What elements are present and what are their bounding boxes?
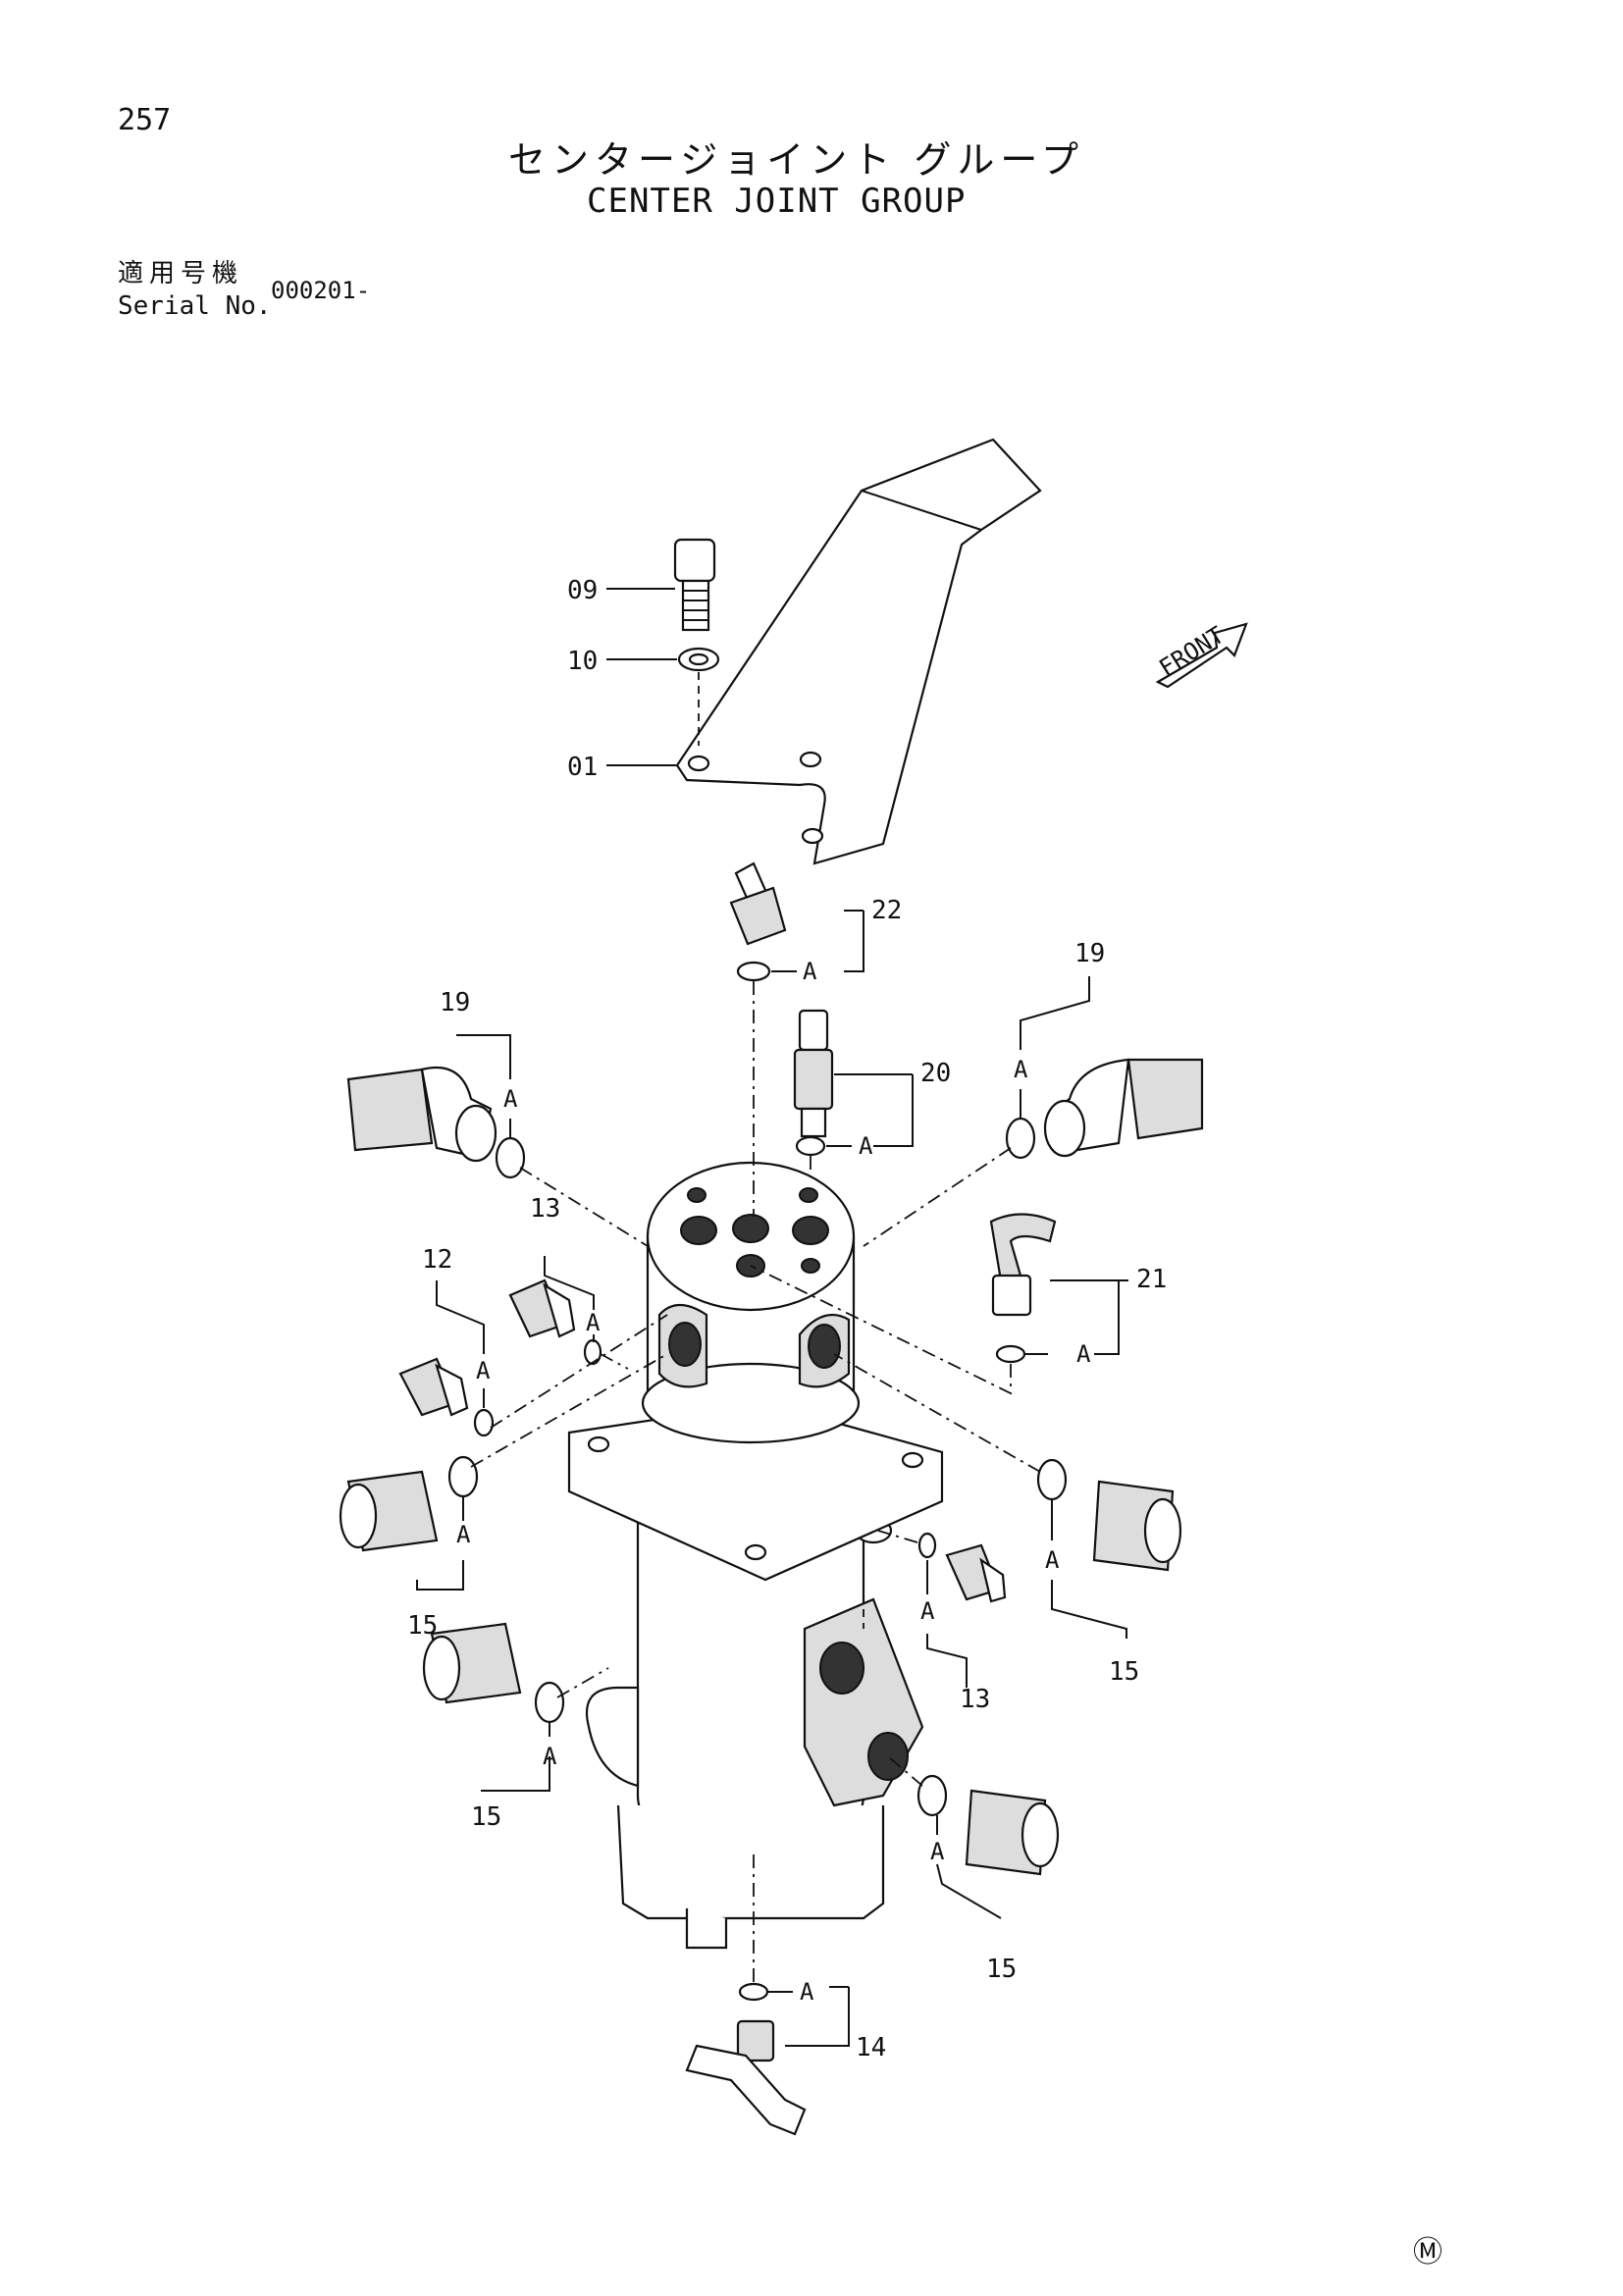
seal-a-label: A	[1045, 1546, 1060, 1574]
elbow-part-19-right	[1043, 1058, 1204, 1158]
callout-10: 10	[567, 647, 598, 676]
o-ring-12	[473, 1408, 495, 1437]
adapter-part-13-upper	[508, 1278, 576, 1338]
seal-a-labels: A A A A A A A A A A A A A	[456, 958, 1091, 2006]
m-mark: Ⓜ	[1413, 2235, 1442, 2270]
serial-label-japanese: 適用号機	[118, 259, 244, 288]
seal-a-label: A	[1076, 1340, 1091, 1368]
seal-a-label: A	[920, 1597, 935, 1625]
front-direction-arrow: FRONT	[1154, 621, 1248, 689]
o-ring-13-lower	[917, 1532, 937, 1559]
callout-15-lower-right: 15	[986, 1955, 1017, 1984]
adapter-part-20	[793, 1009, 834, 1138]
seal-a-label: A	[803, 958, 817, 985]
o-ring-13-upper	[583, 1338, 602, 1366]
elbow-part-21	[989, 1213, 1057, 1317]
o-ring-14	[738, 1982, 769, 2002]
page-title: CENTER JOINT GROUP	[587, 182, 967, 221]
callout-14: 14	[856, 2033, 886, 2062]
o-ring-20	[795, 1135, 826, 1157]
o-ring-19-left	[495, 1136, 526, 1179]
callout-15-upper-left: 15	[407, 1611, 438, 1641]
seal-a-label: A	[543, 1743, 557, 1770]
elbow-part-19-left	[346, 1066, 497, 1163]
serial-label: Serial No.	[118, 291, 272, 321]
callout-20: 20	[920, 1059, 951, 1088]
seal-a-label: A	[930, 1838, 945, 1865]
o-ring-15-middle-left	[534, 1681, 565, 1724]
serial-number-value: 000201-	[271, 277, 371, 304]
o-ring-15-upper-right	[1036, 1458, 1068, 1501]
bolt-part-09	[673, 538, 716, 632]
bracket-part-01	[675, 438, 1042, 865]
adapter-part-22	[729, 861, 787, 946]
seal-a-label: A	[859, 1132, 873, 1160]
tee-part-14	[685, 2019, 807, 2136]
adapter-part-12	[398, 1357, 469, 1417]
o-ring-19-right	[1005, 1117, 1036, 1160]
assembly-lines	[470, 981, 1041, 1982]
page-number: 257	[118, 103, 172, 137]
callout-22: 22	[871, 896, 902, 925]
callout-19-left: 19	[440, 988, 470, 1018]
callout-19-right: 19	[1074, 939, 1105, 968]
center-joint-body	[567, 1161, 944, 1950]
o-ring-15-lower-right	[916, 1774, 948, 1817]
adapter-part-13-lower	[945, 1543, 1007, 1603]
o-ring-15-upper-left	[447, 1455, 479, 1498]
seal-a-label: A	[800, 1978, 814, 2006]
callout-01: 01	[567, 753, 598, 782]
page-title-japanese: センタージョイント グループ	[508, 138, 1085, 182]
seal-a-label: A	[1014, 1056, 1028, 1083]
seal-a-label: A	[503, 1085, 518, 1113]
callout-09: 09	[567, 576, 598, 605]
callout-15-upper-right: 15	[1109, 1657, 1139, 1687]
seal-a-label: A	[476, 1357, 491, 1384]
adapter-part-15-upper-right	[1092, 1480, 1182, 1572]
callout-12: 12	[422, 1245, 452, 1275]
callout-15-middle-left: 15	[471, 1802, 501, 1832]
seal-a-label: A	[456, 1521, 471, 1548]
callout-13-lower: 13	[960, 1685, 990, 1714]
seal-a-label: A	[586, 1309, 601, 1336]
o-ring-21	[995, 1344, 1026, 1364]
o-ring-22	[736, 961, 771, 982]
adapter-part-15-middle-left	[422, 1622, 522, 1704]
adapter-part-15-upper-left	[339, 1470, 439, 1552]
callout-labels: 09 10 01 22 20 19 19 21 13 12 15 15 13 1…	[407, 576, 1167, 2062]
adapter-part-15-lower-right	[965, 1789, 1060, 1876]
callout-13-upper: 13	[530, 1194, 560, 1224]
leader-lines	[416, 588, 1128, 2047]
washer-part-10	[677, 647, 720, 672]
callout-21: 21	[1136, 1265, 1167, 1294]
